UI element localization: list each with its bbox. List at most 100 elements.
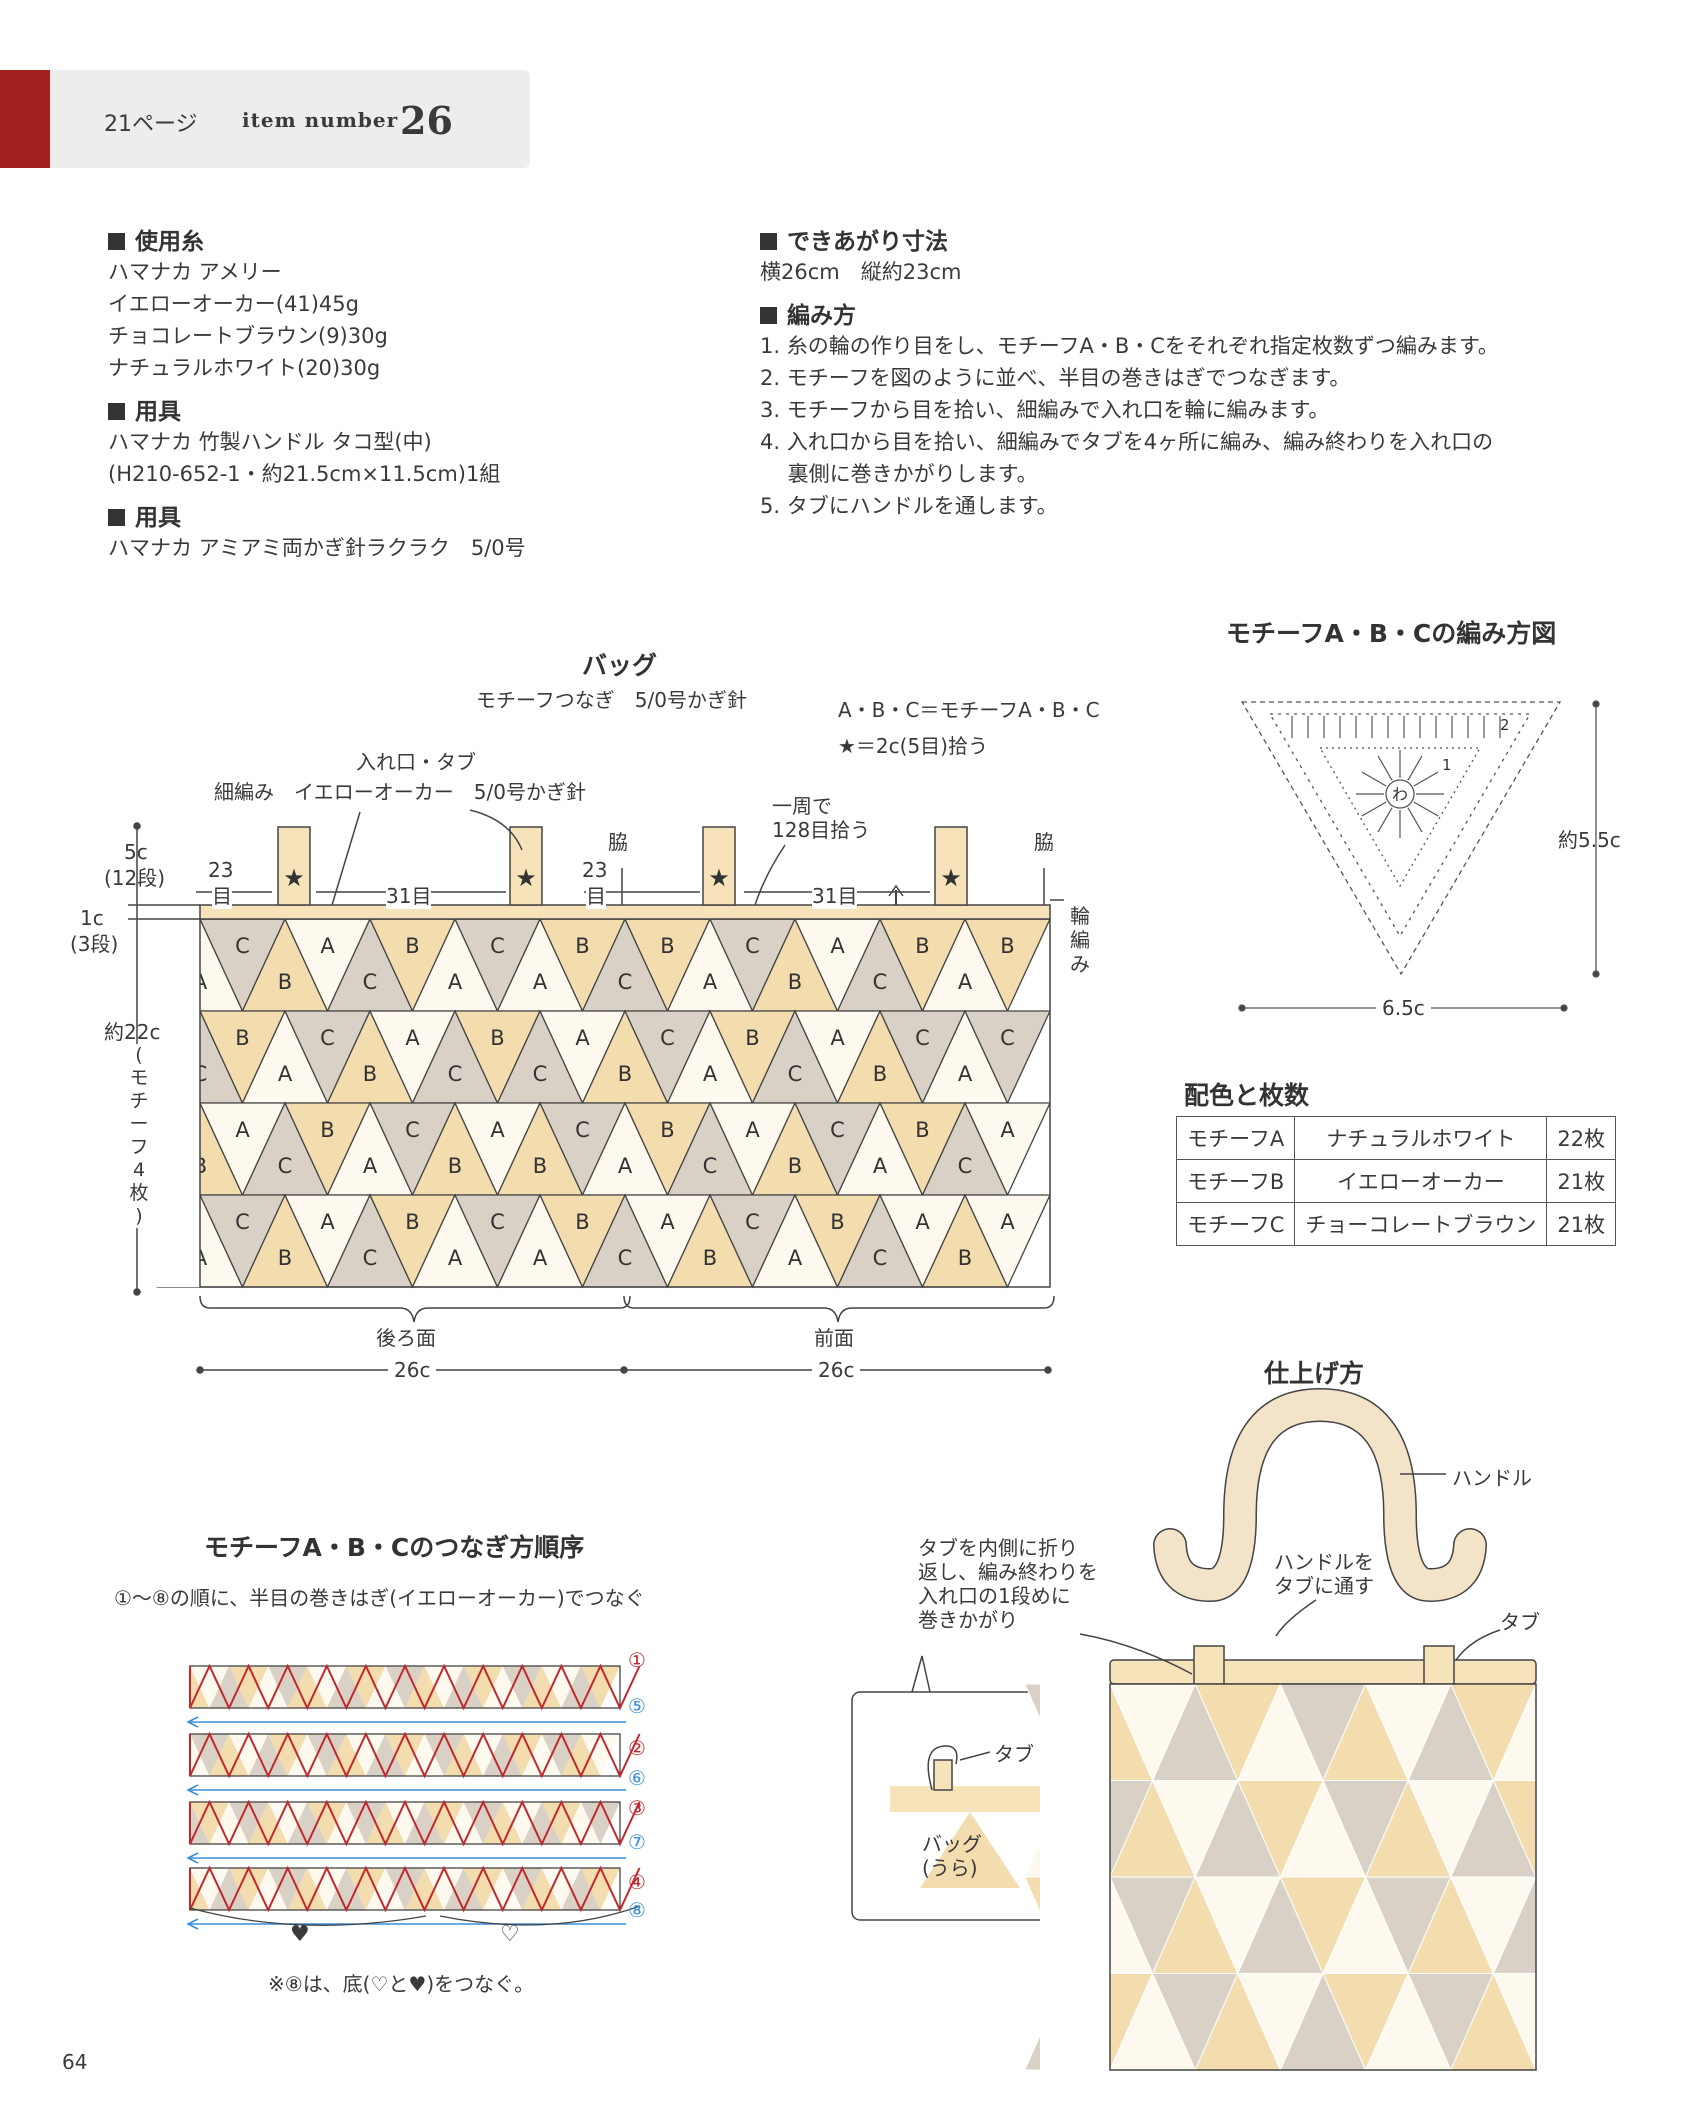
square-bullet-icon xyxy=(108,233,125,250)
strip-motif xyxy=(248,1734,288,1776)
motif-letter: B xyxy=(745,1026,759,1050)
ring-symbol: わ xyxy=(1392,785,1408,804)
strip-motif xyxy=(385,1666,425,1708)
motif-letter: B xyxy=(915,1118,929,1142)
inset-fold-arrow xyxy=(927,1745,958,1791)
star-icon: ★ xyxy=(515,864,537,892)
strip-motif xyxy=(326,1868,366,1910)
dim-1c: 1c xyxy=(80,906,104,930)
strip-motif xyxy=(580,1734,620,1776)
motif-letter: B xyxy=(1000,934,1014,958)
join-step-label: ⑥ xyxy=(628,1766,646,1790)
method-heading: 編み方 xyxy=(760,296,1499,330)
motif-letter: C xyxy=(958,1154,973,1178)
method-step: 裏側に巻きかがりします。 xyxy=(760,462,1038,486)
motif-letter: C xyxy=(278,1154,293,1178)
strip-motif xyxy=(541,1802,581,1844)
motif-letter: C xyxy=(448,1062,463,1086)
bag-legend-star: ★＝2c(5目)拾う xyxy=(838,734,988,758)
strip-motif xyxy=(287,1734,327,1776)
motif-letter: B xyxy=(320,1118,334,1142)
instructions-section: できあがり寸法 横26cm 縦約23cm 編み方 1. 糸の輪の作り目をし、モチ… xyxy=(760,222,1499,522)
fold-note: 返し、編み終わりを xyxy=(918,1560,1098,1584)
strip-motif xyxy=(385,1734,425,1776)
strip-motif xyxy=(580,1666,620,1708)
ring-label: 輪 xyxy=(1070,904,1090,928)
strip-motif xyxy=(424,1666,464,1708)
through-label: ハンドルを xyxy=(1274,1550,1374,1574)
motif-letter: A xyxy=(1000,1210,1015,1234)
method-step: 5. タブにハンドルを通します。 xyxy=(760,494,1058,518)
stitch-count: 31目 xyxy=(812,880,858,909)
strip-motif xyxy=(326,1666,366,1708)
join-step-label: ① xyxy=(628,1648,646,1672)
method-step: 3. モチーフから目を拾い、細編みで入れ口を輪に編みます。 xyxy=(760,398,1330,422)
back-brace xyxy=(199,1295,631,1323)
strip-motif xyxy=(541,1868,581,1910)
join-zigzag xyxy=(189,1731,641,1779)
yarn-line: ハマナカ アメリー xyxy=(108,260,282,284)
motif-chart: わ 1 2 xyxy=(1238,700,1600,1012)
motif-a xyxy=(963,1194,1052,1289)
strip-motif xyxy=(365,1868,405,1910)
motif-letter: C xyxy=(873,970,888,994)
strip-motif xyxy=(287,1802,327,1844)
strip-motif xyxy=(522,1734,562,1776)
strip-motif xyxy=(190,1666,230,1708)
motif-row1 xyxy=(1318,747,1482,888)
strip-motif xyxy=(463,1802,503,1844)
motif-letter: C xyxy=(533,1062,548,1086)
strip-motif xyxy=(248,1868,288,1910)
motif-letter: B xyxy=(448,1154,462,1178)
magic-ring-icon xyxy=(1385,779,1415,809)
motif-letter: A xyxy=(448,970,463,994)
join-order-subtitle: ①〜⑧の順に、半目の巻きはぎ(イエローオーカー)でつなぐ xyxy=(114,1586,645,1610)
leader-line xyxy=(754,844,786,906)
strip-motif xyxy=(502,1734,542,1776)
motif-letter: B xyxy=(788,970,802,994)
header-box xyxy=(50,70,530,168)
motif-row2 xyxy=(1268,713,1532,938)
motif-letter: B xyxy=(915,934,929,958)
page-reference: 21ページ xyxy=(104,112,198,137)
strip-motif xyxy=(463,1734,503,1776)
strip-motif xyxy=(268,1734,308,1776)
motif-letter: C xyxy=(320,1026,335,1050)
strip-motif xyxy=(483,1734,523,1776)
stitch-count: 23 xyxy=(208,858,234,882)
motif-letter: A xyxy=(703,970,718,994)
tab xyxy=(934,826,968,906)
inset-bag-label: バッグ xyxy=(922,1832,982,1856)
motif-letter: C xyxy=(618,970,633,994)
motif-letter: C xyxy=(363,970,378,994)
strip-motif xyxy=(268,1802,308,1844)
strip-motif xyxy=(463,1666,503,1708)
strip-motif xyxy=(209,1666,249,1708)
motif-letter: C xyxy=(745,1210,760,1234)
strip-motif xyxy=(522,1802,562,1844)
strip-motif xyxy=(365,1666,405,1708)
strip-motif xyxy=(541,1666,581,1708)
motif-letter: B xyxy=(703,1246,717,1270)
motif-letter: B xyxy=(235,1026,249,1050)
motif-letter: B xyxy=(958,1246,972,1270)
strip-motif xyxy=(444,1802,484,1844)
finishing-tab xyxy=(1423,1645,1455,1685)
join-step-label: ③ xyxy=(628,1796,646,1820)
dim-22c: 約22c xyxy=(104,1020,161,1044)
strip-motif xyxy=(502,1802,542,1844)
strip-motif xyxy=(444,1734,484,1776)
strip-motif xyxy=(287,1868,327,1910)
motif-letter: B xyxy=(405,1210,419,1234)
strip-motif xyxy=(190,1868,230,1910)
strip-motif xyxy=(248,1666,288,1708)
tab xyxy=(702,826,736,906)
finished-bag xyxy=(1024,1682,1606,2072)
bag-opening-band xyxy=(1109,1659,1537,1685)
motif-letter: B xyxy=(618,1062,632,1086)
square-bullet-icon xyxy=(760,307,777,324)
heart-outline-icon: ♡ xyxy=(500,1922,520,1947)
method-step: 1. 糸の輪の作り目をし、モチーフA・B・Cをそれぞれ指定枚数ずつ編みます。 xyxy=(760,334,1499,358)
strip-motif xyxy=(405,1802,445,1844)
